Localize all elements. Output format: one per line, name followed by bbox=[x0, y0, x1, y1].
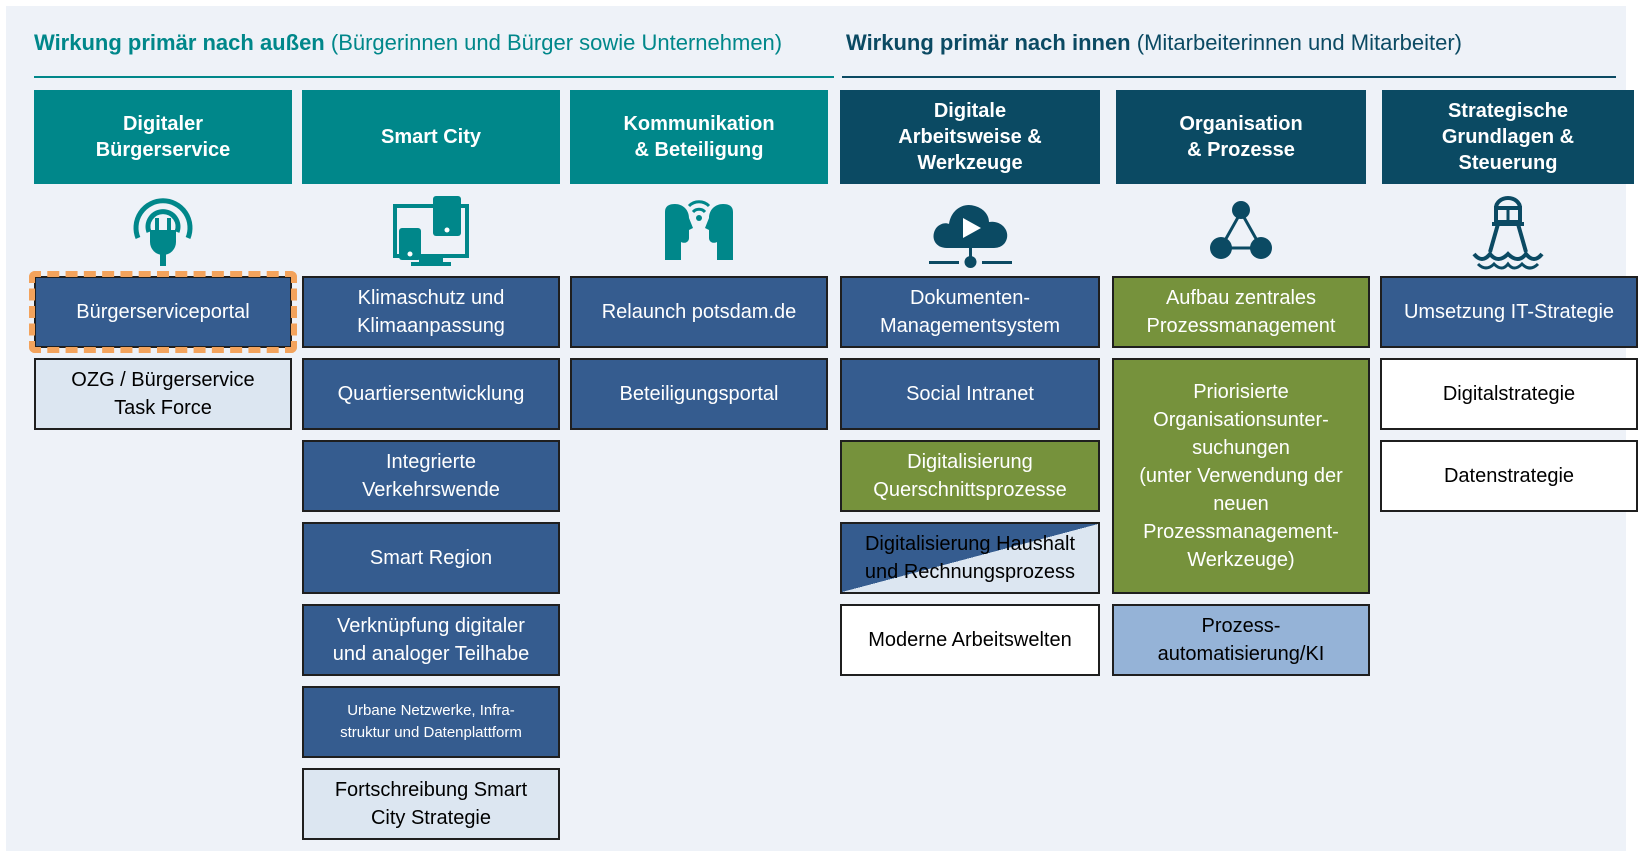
network-icon bbox=[1116, 192, 1366, 272]
outward-header-subtitle: (Bürgerinnen und Bürger sowie Unternehme… bbox=[330, 30, 783, 55]
box-smart-city-strategie: Fortschreibung Smart City Strategie bbox=[302, 768, 560, 840]
box-relaunch-potsdam: Relaunch potsdam.de bbox=[570, 276, 828, 348]
category-digitaler-buergerservice: Digitaler Bürgerservice bbox=[34, 90, 292, 184]
box-querschnittsprozesse: Digitalisierung Querschnittsprozesse bbox=[840, 440, 1100, 512]
box-buergerserviceportal: Bürgerserviceportal bbox=[34, 276, 292, 348]
outward-header-title: Wirkung primär nach außen bbox=[34, 30, 325, 55]
devices-icon bbox=[302, 192, 560, 272]
box-digitalstrategie: Digitalstrategie bbox=[1380, 358, 1638, 430]
category-kommunikation-beteiligung: Kommunikation & Beteiligung bbox=[570, 90, 828, 184]
box-beteiligungsportal: Beteiligungsportal bbox=[570, 358, 828, 430]
box-social-intranet: Social Intranet bbox=[840, 358, 1100, 430]
box-quartiersentwicklung: Quartiersentwicklung bbox=[302, 358, 560, 430]
diagram-canvas: Wirkung primär nach außen (Bürgerinnen u… bbox=[6, 6, 1638, 851]
inward-header-title: Wirkung primär nach innen bbox=[846, 30, 1131, 55]
lighthouse-icon bbox=[1382, 192, 1634, 272]
box-smart-region: Smart Region bbox=[302, 522, 560, 594]
highlight-frame bbox=[29, 271, 297, 353]
box-haushalt-rechnung: Digitalisierung Haushalt und Rechnungspr… bbox=[840, 522, 1100, 594]
outward-rule bbox=[34, 76, 834, 78]
box-it-strategie: Umsetzung IT-Strategie bbox=[1380, 276, 1638, 348]
outward-header: Wirkung primär nach außen (Bürgerinnen u… bbox=[34, 30, 782, 56]
box-arbeitswelten: Moderne Arbeitswelten bbox=[840, 604, 1100, 676]
category-organisation-prozesse: Organisation & Prozesse bbox=[1116, 90, 1366, 184]
category-smart-city: Smart City bbox=[302, 90, 560, 184]
box-datenstrategie: Datenstrategie bbox=[1380, 440, 1638, 512]
box-prozessautomatisierung: Prozess- automatisierung/KI bbox=[1112, 604, 1370, 676]
box-ozg-task-force: OZG / Bürgerservice Task Force bbox=[34, 358, 292, 430]
inward-rule bbox=[842, 76, 1616, 78]
conversation-icon bbox=[570, 192, 828, 272]
box-organisationsuntersuchungen: Priorisierte Organisationsunter- suchung… bbox=[1112, 358, 1370, 594]
cloud-play-icon bbox=[840, 192, 1100, 272]
box-prozessmanagement: Aufbau zentrales Prozessmanagement bbox=[1112, 276, 1370, 348]
category-digitale-arbeitsweise: Digitale Arbeitsweise & Werkzeuge bbox=[840, 90, 1100, 184]
inward-header: Wirkung primär nach innen (Mitarbeiterin… bbox=[846, 30, 1462, 56]
box-dms: Dokumenten- Managementsystem bbox=[840, 276, 1100, 348]
box-teilhabe: Verknüpfung digitaler und analoger Teilh… bbox=[302, 604, 560, 676]
category-strategische-grundlagen: Strategische Grundlagen & Steuerung bbox=[1382, 90, 1634, 184]
box-klimaschutz: Klimaschutz und Klimaanpassung bbox=[302, 276, 560, 348]
box-urbane-netzwerke: Urbane Netzwerke, Infra- struktur und Da… bbox=[302, 686, 560, 758]
plug-icon bbox=[34, 192, 292, 272]
inward-header-subtitle: (Mitarbeiterinnen und Mitarbeiter) bbox=[1136, 30, 1463, 55]
box-verkehrswende: Integrierte Verkehrswende bbox=[302, 440, 560, 512]
